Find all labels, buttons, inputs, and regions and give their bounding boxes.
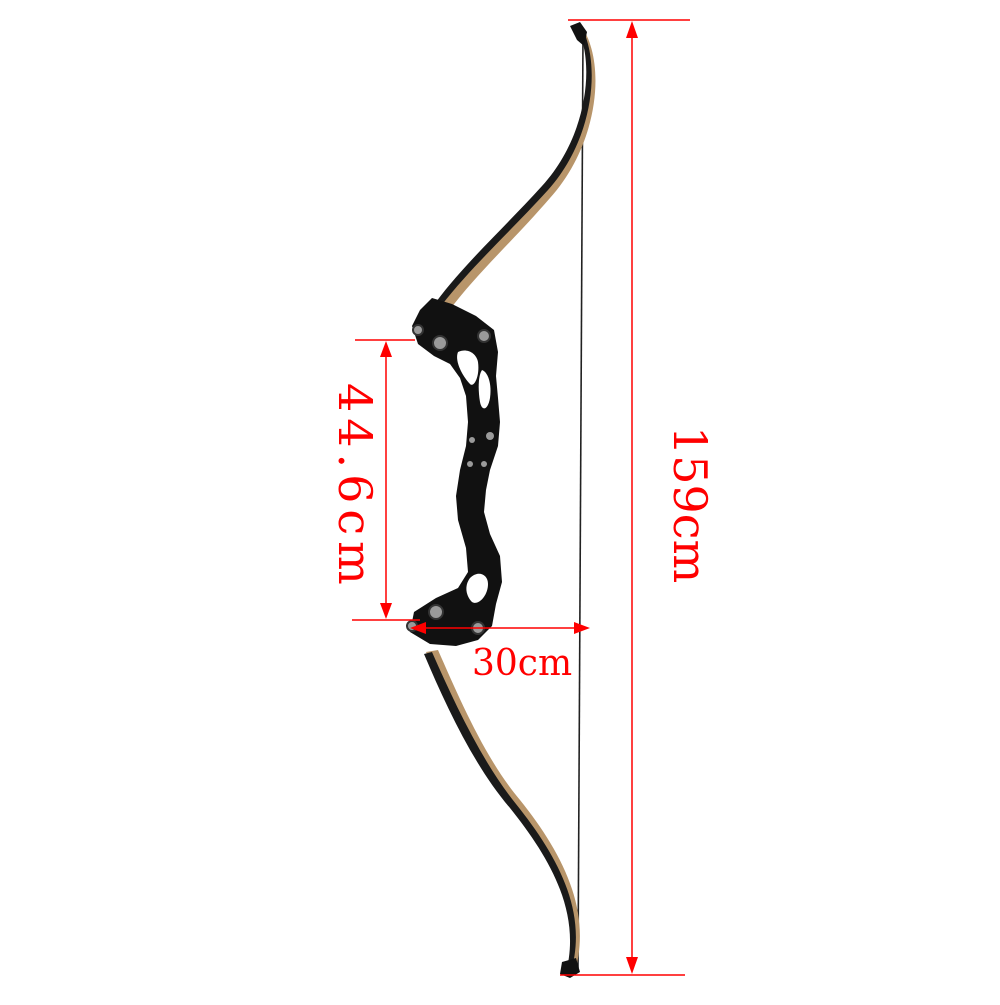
riser-cutout: [457, 350, 479, 385]
total-length-arrow-top: [626, 21, 638, 38]
lower-limb-tip: [560, 958, 580, 978]
brace-height-arrow-left: [410, 622, 426, 634]
mount-bolt: [469, 437, 475, 443]
limb-bolt: [477, 329, 491, 343]
riser-cutout: [478, 370, 491, 409]
upper-limb-face: [436, 24, 592, 306]
riser-cutout: [466, 573, 488, 603]
riser-length-label: 44.6cm: [328, 383, 382, 591]
lower-limb-face: [424, 652, 576, 976]
mount-bolt: [486, 432, 494, 440]
brace-height-arrow-right: [574, 622, 590, 634]
bow-string: [577, 35, 584, 969]
total-length-arrow-bottom: [626, 957, 638, 974]
mount-bolt: [467, 461, 473, 467]
brace-height-label: 30cm: [472, 643, 573, 684]
limb-bolt: [428, 604, 444, 620]
upper-limb-wood: [440, 24, 596, 312]
mount-bolt: [481, 461, 487, 467]
riser-length-arrow-top: [380, 341, 392, 357]
bow-riser: [410, 298, 502, 646]
limb-bolt: [412, 324, 424, 336]
total-length-label: 159cm: [663, 426, 717, 584]
upper-limb-tip: [570, 22, 587, 46]
limb-bolt: [432, 335, 448, 351]
riser-length-arrow-bottom: [380, 603, 392, 619]
